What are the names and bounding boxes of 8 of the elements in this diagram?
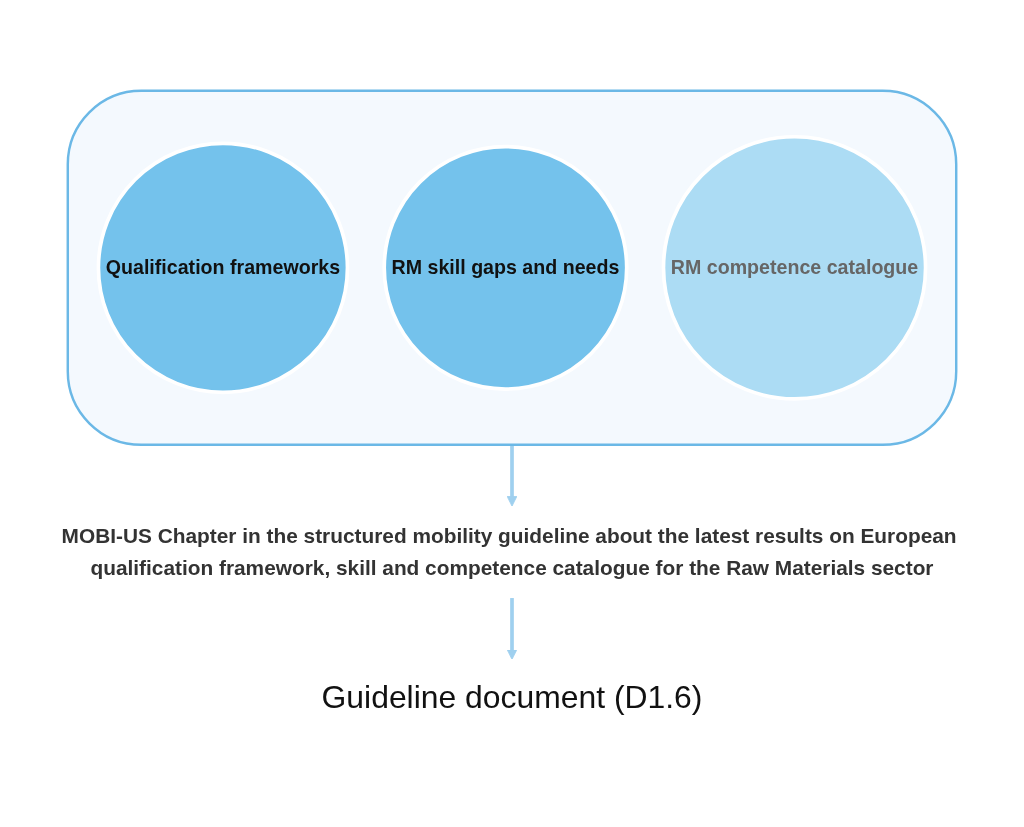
arrow xyxy=(506,444,518,507)
node-text: MOBI-US Chapter in the structured mobility guideline about the latest results on European qualification framework, skill and competence catalogue for the Raw Materials sector xyxy=(61,524,957,579)
node-circle: RM competence catalogue xyxy=(661,134,928,401)
node-circle: RM skill gaps and needs xyxy=(382,144,629,391)
cluster xyxy=(66,89,958,446)
node-circle: Qualification frameworks xyxy=(96,141,350,394)
arrow xyxy=(506,597,518,660)
node-text: Guideline document (D1.6) xyxy=(321,678,703,716)
